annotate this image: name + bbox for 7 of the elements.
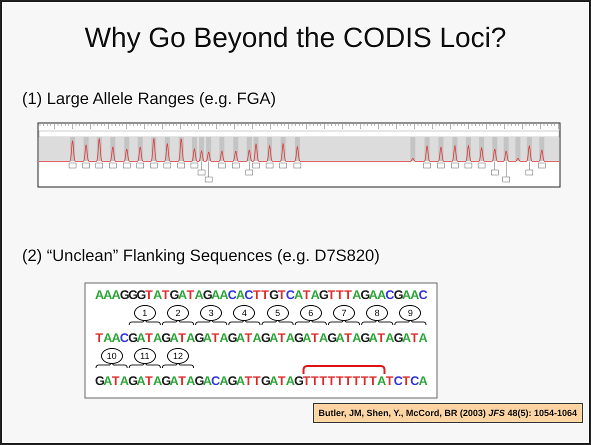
dna-sequence: TAACGATAGATAGATAGATAGATAGATAGATAGATAGATA [95, 330, 427, 346]
slide-title: Why Go Beyond the CODIS Loci? [84, 22, 508, 54]
section-heading: (2) “Unclean” Flanking Sequences (e.g. D7S820) [22, 247, 380, 266]
dna-sequence: AAAGGGTATGATAGAACACTTGTCATAGTTTAGAACGAAC [95, 287, 427, 303]
dna-sequence: GATAGATAGATAGACAGATTGATAGTTTTTTTTTATCTCA [95, 373, 427, 389]
section-heading: (1) Large Allele Ranges (e.g. FGA) [22, 90, 276, 109]
citation: Butler, JM, Shen, Y., McCord, BR (2003) JFS 48(5): 1054-1064 [312, 403, 583, 423]
